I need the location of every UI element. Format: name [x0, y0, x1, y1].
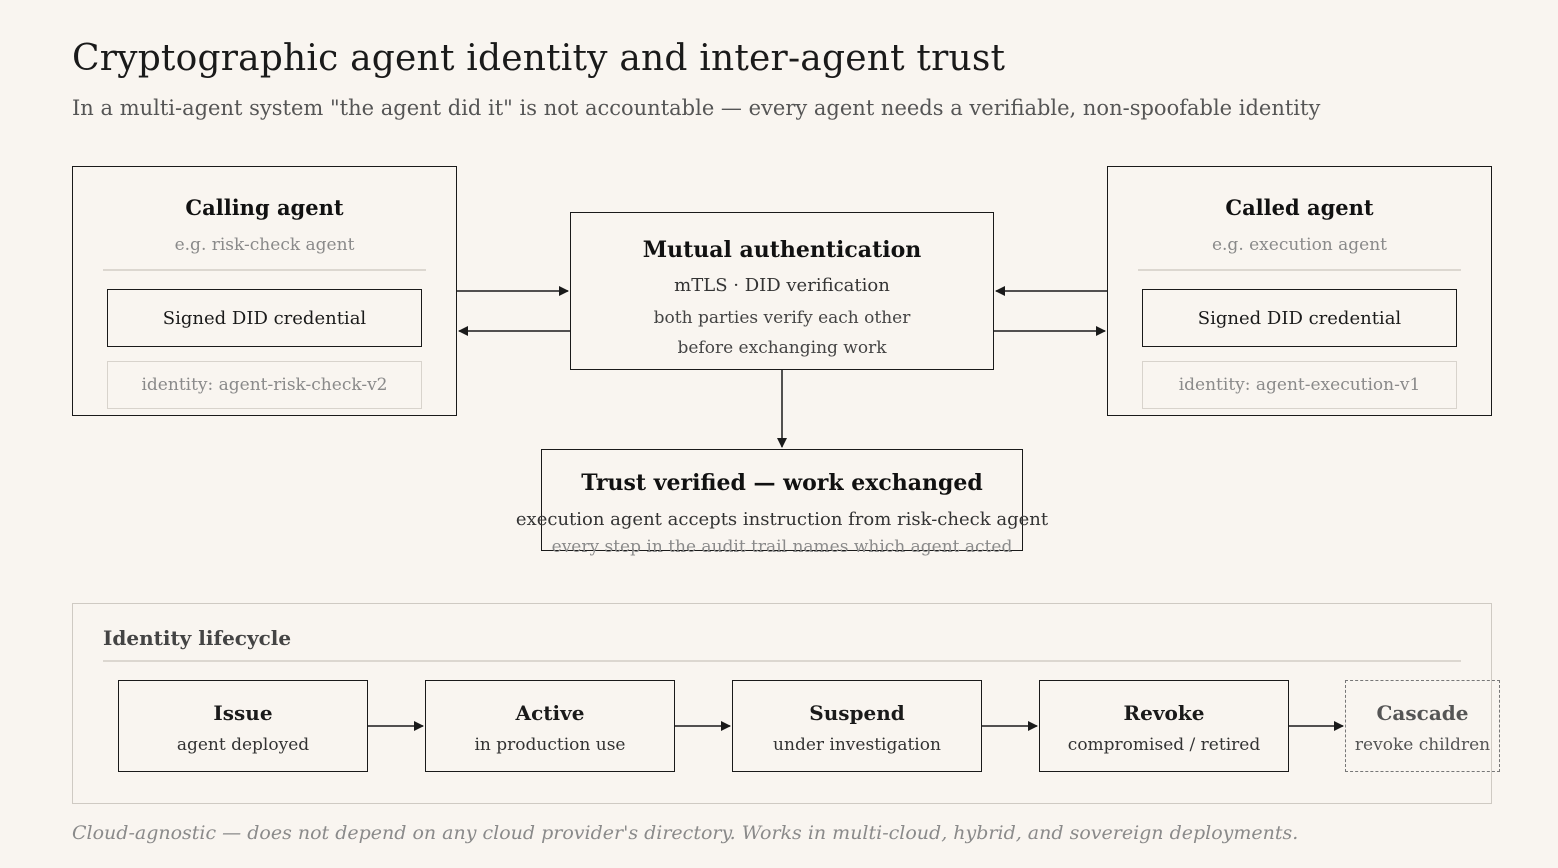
stage-revoke: Revoke compromised / retired	[1039, 680, 1289, 772]
stage-revoke-sub: compromised / retired	[1067, 735, 1261, 755]
mutual-auth-protocol: mTLS · DID verification	[674, 275, 890, 296]
called-agent-box: Called agent e.g. execution agent Signed…	[1107, 166, 1492, 416]
lifecycle-divider	[103, 660, 1461, 662]
mutual-auth-title: Mutual authentication	[642, 237, 922, 263]
called-agent-title: Called agent	[1225, 195, 1374, 220]
stage-issue: Issue agent deployed	[118, 680, 368, 772]
page-subtitle: In a multi-agent system "the agent did i…	[72, 96, 1321, 120]
called-agent-credential: Signed DID credential	[1142, 289, 1457, 347]
stage-suspend-sub: under investigation	[773, 735, 941, 755]
lifecycle-panel	[72, 603, 1492, 804]
lifecycle-heading: Identity lifecycle	[103, 626, 292, 650]
calling-agent-credential: Signed DID credential	[107, 289, 422, 347]
stage-suspend-title: Suspend	[809, 701, 905, 725]
stage-active-title: Active	[515, 701, 585, 725]
trust-verified-line2: every step in the audit trail names whic…	[551, 537, 1013, 557]
footer-note: Cloud-agnostic — does not depend on any …	[72, 822, 1299, 844]
mutual-auth-line1: both parties verify each other	[653, 308, 911, 328]
calling-agent-title: Calling agent	[185, 195, 344, 220]
trust-verified-title: Trust verified — work exchanged	[581, 470, 983, 496]
mutual-auth-box: Mutual authentication mTLS · DID verific…	[570, 212, 994, 370]
stage-revoke-title: Revoke	[1123, 701, 1205, 725]
stage-active-sub: in production use	[474, 735, 626, 755]
called-agent-example: e.g. execution agent	[1211, 235, 1388, 255]
trust-verified-line1: execution agent accepts instruction from…	[515, 509, 1049, 530]
called-agent-identity: identity: agent-execution-v1	[1142, 361, 1457, 409]
calling-agent-box: Calling agent e.g. risk-check agent Sign…	[72, 166, 457, 416]
page-title: Cryptographic agent identity and inter-a…	[72, 38, 1006, 79]
stage-cascade: Cascade revoke children	[1345, 680, 1500, 772]
trust-verified-box	[541, 449, 1023, 551]
stage-issue-sub: agent deployed	[176, 735, 310, 755]
calling-agent-identity: identity: agent-risk-check-v2	[107, 361, 422, 409]
stage-cascade-title: Cascade	[1376, 701, 1469, 725]
calling-agent-divider	[103, 269, 426, 271]
stage-issue-title: Issue	[213, 701, 273, 725]
calling-agent-example: e.g. risk-check agent	[174, 235, 355, 255]
stage-active: Active in production use	[425, 680, 675, 772]
stage-suspend: Suspend under investigation	[732, 680, 982, 772]
stage-cascade-sub: revoke children	[1354, 735, 1491, 755]
called-agent-divider	[1138, 269, 1461, 271]
mutual-auth-line2: before exchanging work	[677, 338, 887, 358]
